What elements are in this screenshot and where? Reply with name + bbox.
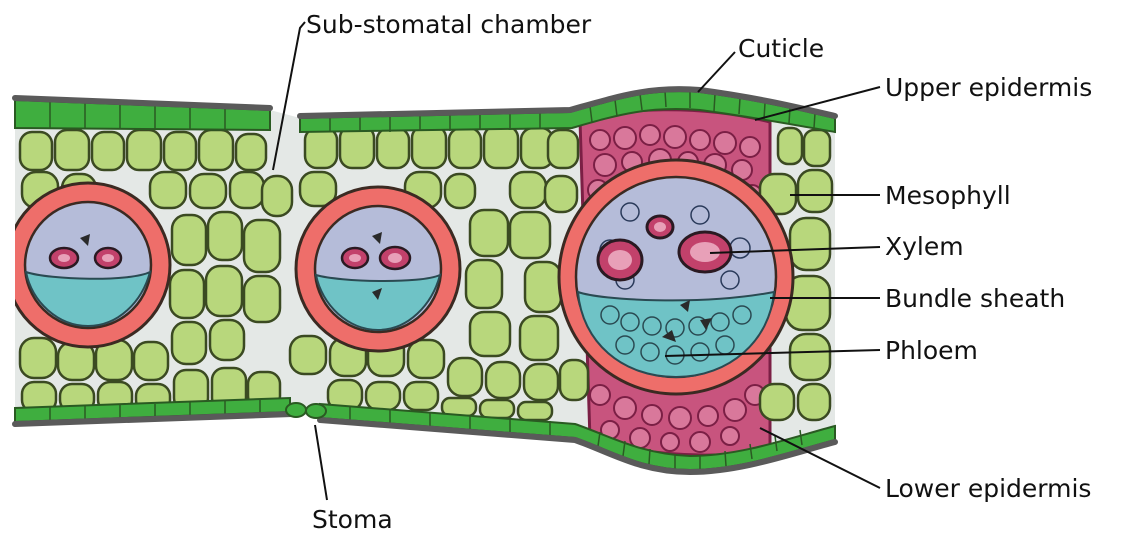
label-phloem: Phloem xyxy=(885,336,978,365)
small-vascular-bundle-left xyxy=(6,183,170,347)
small-vascular-bundle-middle xyxy=(296,187,460,351)
label-bundle-sheath: Bundle sheath xyxy=(885,284,1065,313)
label-mesophyll: Mesophyll xyxy=(885,181,1011,210)
label-upper-epidermis: Upper epidermis xyxy=(885,73,1092,102)
leader-stoma xyxy=(315,425,327,500)
label-cuticle: Cuticle xyxy=(738,34,824,63)
large-vascular-bundle xyxy=(559,160,793,394)
left-crop-mask xyxy=(0,80,15,440)
label-lower-epidermis: Lower epidermis xyxy=(885,474,1091,503)
label-xylem: Xylem xyxy=(885,232,964,261)
label-sub-stomatal-chamber: Sub-stomatal chamber xyxy=(306,10,592,39)
leader-cuticle xyxy=(698,52,735,92)
label-stoma: Stoma xyxy=(312,505,393,533)
